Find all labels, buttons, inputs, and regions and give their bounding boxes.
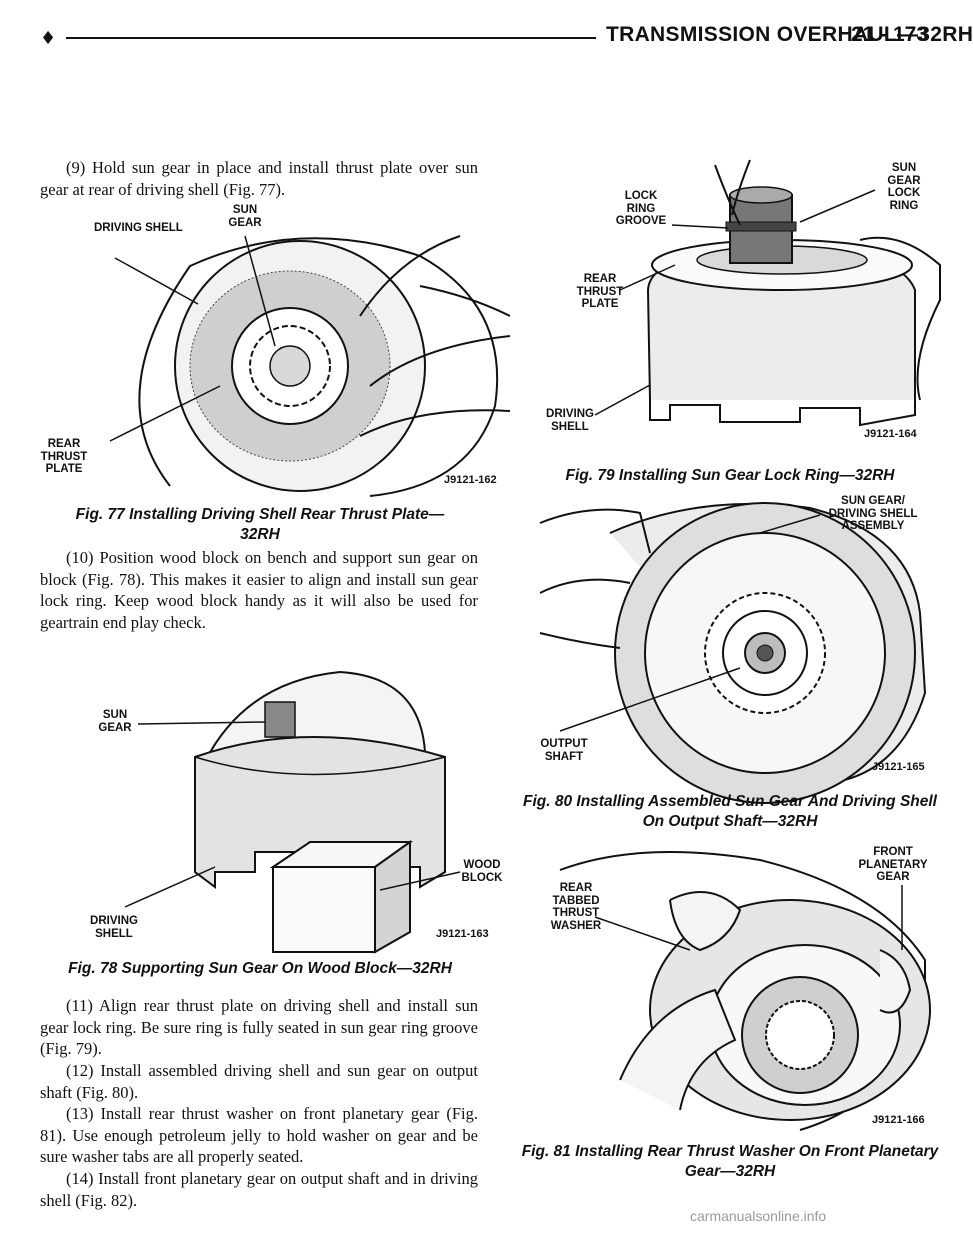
header-rule: [66, 37, 596, 39]
figure-id: J9121-164: [864, 428, 917, 440]
figure-80: SUN GEAR/ DRIVING SHELL ASSEMBLY OUTPUT …: [500, 493, 940, 804]
figure-id: J9121-165: [872, 761, 925, 773]
figure-79: LOCK RING GROOVE SUN GEAR LOCK RING REAR…: [500, 159, 941, 450]
label-driving-shell: DRIVING SHELL: [546, 408, 594, 433]
watermark-text: carmanualsonline.info: [690, 1208, 827, 1224]
sun-gear-output-shaft-illustration: [539, 502, 927, 804]
sun-gear-lock-ring-illustration: [594, 159, 941, 427]
sun-gear-wood-block-illustration: [124, 670, 461, 954]
section-title: TRANSMISSION OVERHAUL—32RH: [606, 23, 973, 46]
label-output-shaft: OUTPUT SHAFT: [540, 738, 588, 763]
label-rear-thrust-plate: REAR THRUST PLATE: [576, 273, 624, 310]
label-lock-ring-groove: LOCK RING GROOVE: [615, 190, 667, 227]
label-rear-thrust-plate: REAR THRUST PLATE: [40, 438, 88, 475]
figure-77: DRIVING SHELL SUN GEAR REAR THRUST PLATE…: [40, 196, 511, 497]
label-rear-tabbed-thrust-washer: REAR TABBED THRUST WASHER: [550, 882, 602, 932]
step-12-paragraph: (12) Install assembled driving shell and…: [40, 1061, 478, 1102]
figure-id: J9121-166: [872, 1114, 925, 1126]
label-sun-gear-driving-shell-assembly: SUN GEAR/ DRIVING SHELL ASSEMBLY: [828, 495, 918, 532]
figure-77-caption: Fig. 77 Installing Driving Shell Rear Th…: [75, 506, 445, 543]
label-sun-gear-lock-ring: SUN GEAR LOCK RING: [887, 162, 921, 212]
figure-78: SUN GEAR WOOD BLOCK DRIVING SHELL J9121-…: [40, 662, 510, 954]
label-sun-gear: SUN GEAR: [98, 709, 132, 734]
label-wood-block: WOOD BLOCK: [461, 859, 503, 884]
step-13-paragraph: (13) Install rear thrust washer on front…: [40, 1104, 478, 1166]
rear-thrust-washer-illustration: [559, 851, 931, 1131]
label-sun-gear: SUN GEAR: [228, 204, 262, 229]
figure-id: J9121-163: [436, 928, 489, 940]
page-number: 21 - 173: [850, 23, 928, 46]
step-11-paragraph: (11) Align rear thrust plate on driving …: [40, 996, 478, 1058]
figure-81-caption: Fig. 81 Installing Rear Thrust Washer On…: [521, 1143, 939, 1180]
page-header: ♦ TRANSMISSION OVERHAUL—32RH 21 - 173: [40, 22, 973, 52]
figure-81: REAR TABBED THRUST WASHER FRONT PLANETAR…: [500, 840, 940, 1131]
label-front-planetary-gear: FRONT PLANETARY GEAR: [858, 846, 928, 883]
step-9-paragraph: (9) Hold sun gear in place and install t…: [40, 158, 478, 199]
figure-id: J9121-162: [444, 474, 497, 486]
driving-shell-thrust-plate-illustration: [109, 235, 511, 497]
step-14-paragraph: (14) Install front planetary gear on out…: [40, 1169, 478, 1210]
step-10-paragraph: (10) Position wood block on bench and su…: [40, 548, 478, 632]
figure-78-caption: Fig. 78 Supporting Sun Gear On Wood Bloc…: [68, 960, 452, 977]
diamond-bullet-icon: ♦: [40, 28, 57, 49]
label-driving-shell: DRIVING SHELL: [90, 915, 138, 940]
figure-80-caption: Fig. 80 Installing Assembled Sun Gear An…: [523, 793, 937, 830]
label-driving-shell: DRIVING SHELL: [94, 222, 183, 234]
figure-79-caption: Fig. 79 Installing Sun Gear Lock Ring—32…: [565, 467, 895, 484]
